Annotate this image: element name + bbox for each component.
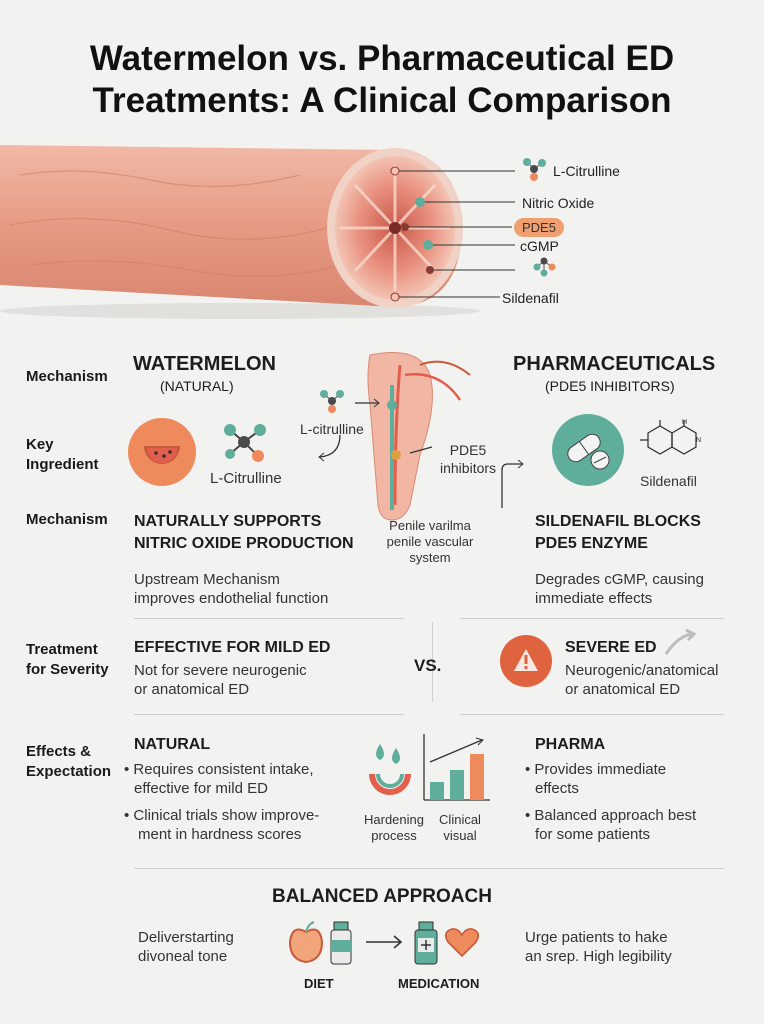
title-line-1: Watermelon vs. Pharmaceutical ED — [89, 39, 675, 78]
bar-chart-icon — [423, 734, 490, 801]
pharma-subtitle: (PDE5 INHIBITORS) — [545, 378, 675, 394]
title-line-2: Treatments: A Clinical Comparison — [92, 81, 672, 120]
vessel-illustration — [0, 145, 556, 319]
bottle-icon — [414, 921, 438, 965]
hero-label-cgmp: cGMP — [520, 238, 559, 254]
penile-vascular-illustration — [318, 352, 471, 521]
arrow-icon — [366, 935, 403, 949]
pharma-title: PHARMACEUTICALS — [513, 353, 716, 375]
apple-icon — [288, 921, 324, 964]
hero-label-nitric-oxide: Nitric Oxide — [522, 195, 595, 211]
warning-icon — [500, 635, 552, 687]
watermelon-severity-head: EFFECTIVE FOR MILD ED — [134, 639, 331, 656]
molecule-icon — [224, 424, 266, 462]
balanced-title: BALANCED APPROACH — [272, 886, 492, 907]
page-title: Watermelon vs. Pharmaceutical ED Treatme… — [0, 38, 764, 122]
watermelon-bullet-2: • Clinical trials show improve-ment in h… — [124, 807, 320, 843]
divider — [134, 618, 404, 619]
svg-text:H: H — [682, 419, 687, 426]
hero-label-sildenafil: Sildenafil — [502, 290, 559, 306]
divider — [432, 622, 433, 702]
pill-icon — [552, 414, 624, 486]
bottle-icon — [330, 921, 352, 965]
svg-text:N: N — [696, 437, 701, 444]
divider — [134, 714, 404, 715]
divider — [460, 714, 724, 715]
pharma-ingredient: Sildenafil — [640, 473, 697, 489]
heart-icon — [444, 928, 480, 958]
row-label-mechanism-2: Mechanism — [26, 511, 108, 528]
divider — [460, 618, 724, 619]
hero-label-pde5: PDE5 — [514, 218, 564, 237]
arrow-icon — [501, 460, 524, 508]
row-label-effects: Effects &Expectation — [26, 743, 112, 780]
divider — [134, 868, 724, 869]
arrow-icon — [664, 628, 697, 655]
vs-label: VS. — [414, 656, 442, 675]
medication-label: MEDICATION — [398, 976, 480, 991]
watermelon-title: WATERMELON — [133, 353, 276, 375]
pharma-severity-head: SEVERE ED — [565, 639, 657, 656]
pharma-effects-head: PHARMA — [535, 736, 606, 753]
watermelon-subtitle: (NATURAL) — [160, 378, 234, 394]
watermelon-ingredient: L-Citrulline — [210, 470, 282, 487]
diet-label: DIET — [304, 976, 334, 991]
molecule-icon — [533, 257, 556, 277]
molecule-icon — [320, 390, 344, 413]
watermelon-bullet-1: • Requires consistent intake,effective f… — [124, 761, 314, 797]
hero-label-l-citrulline: L-Citrulline — [553, 163, 620, 179]
sildenafil-structure-icon: HN — [640, 419, 701, 455]
drop-icon — [369, 744, 411, 795]
row-label-mechanism: Mechanism — [26, 368, 108, 385]
center-l-citrulline: L-citrulline — [300, 421, 364, 437]
molecule-icon — [523, 158, 546, 181]
watermelon-effects-head: NATURAL — [134, 736, 211, 753]
watermelon-icon — [128, 418, 196, 486]
